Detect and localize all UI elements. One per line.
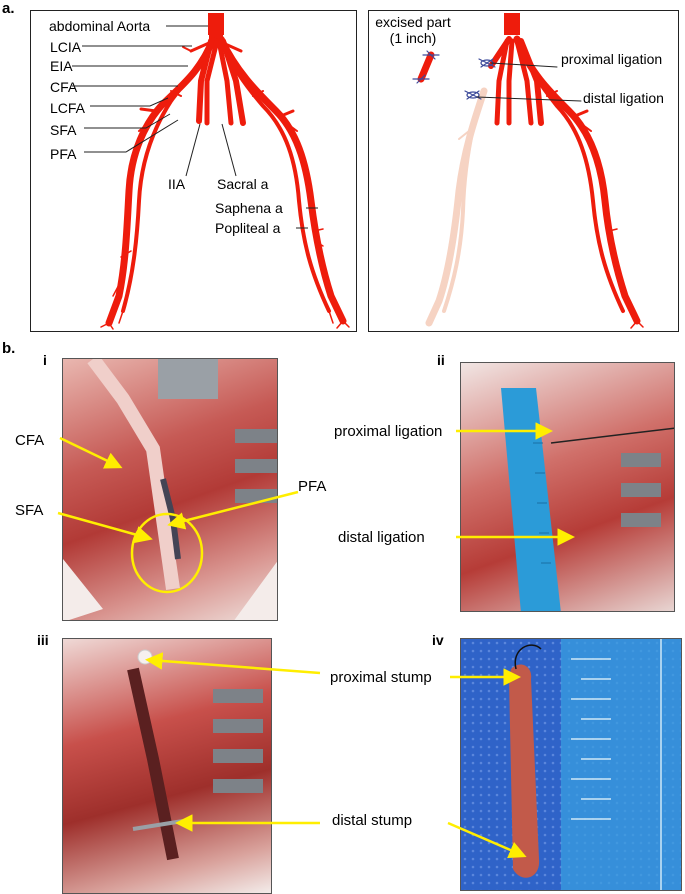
arterial-tree-drawing [100, 13, 350, 330]
label-lcia: LCIA [50, 39, 82, 55]
photo-iv [460, 638, 682, 891]
photo-iii-content [127, 649, 263, 861]
photo-ii-numeral: ii [437, 352, 445, 368]
label-iia: IIA [168, 176, 186, 192]
photo-ii-content [501, 388, 674, 611]
ligation-drawing [412, 13, 644, 329]
panel-b-letter: b. [2, 340, 16, 357]
label-distal-stump: distal stump [332, 812, 413, 829]
photo-ii-label-distal-ligation: distal ligation [338, 529, 425, 546]
photo-ii [460, 362, 675, 612]
photo-i-label-pfa: PFA [298, 478, 327, 495]
photo-i [62, 358, 278, 621]
label-proximal-stump: proximal stump [330, 669, 432, 686]
label-sacral-a: Sacral a [217, 176, 269, 192]
photo-i-label-cfa: CFA [15, 432, 45, 449]
photo-iii-numeral: iii [37, 632, 49, 648]
photo-i-label-sfa: SFA [15, 502, 44, 519]
photo-ii-label-proximal-ligation: proximal ligation [334, 423, 443, 440]
label-excised-part-line2: (1 inch) [389, 30, 437, 46]
photo-i-numeral: i [43, 352, 47, 368]
label-pfa: PFA [50, 146, 77, 162]
label-saphena-a: Saphena a [215, 200, 283, 216]
arterial-tree-diagram [30, 10, 357, 332]
photo-iv-content [461, 639, 681, 890]
label-sfa: SFA [50, 122, 77, 138]
label-excised-part-line1: excised part [375, 14, 451, 30]
photo-iv-numeral: iv [432, 632, 444, 648]
label-popliteal-a: Popliteal a [215, 220, 281, 236]
label-excised-part: excised part (1 inch) [372, 14, 454, 46]
label-distal-ligation: distal ligation [583, 90, 664, 106]
label-eia: EIA [50, 58, 73, 74]
label-proximal-ligation: proximal ligation [561, 51, 663, 67]
photo-i-content [63, 359, 277, 620]
label-abdominal-aorta: abdominal Aorta [49, 18, 151, 34]
label-cfa: CFA [50, 79, 78, 95]
label-lcfa: LCFA [50, 100, 86, 116]
ligation-diagram [368, 10, 679, 332]
panel-a-letter: a. [2, 0, 15, 17]
photo-iii [62, 638, 272, 894]
